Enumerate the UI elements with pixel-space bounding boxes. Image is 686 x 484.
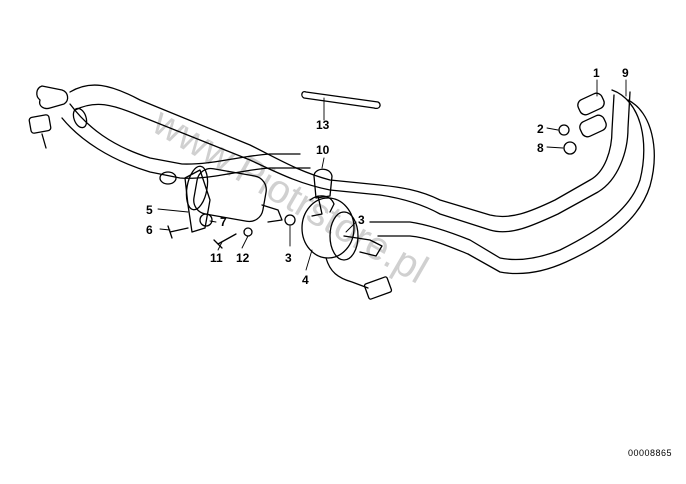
- left-pipe: [41, 133, 47, 149]
- strap: [301, 90, 381, 110]
- left-hose-end-fitting: [36, 85, 69, 110]
- electrical-connector: [363, 276, 393, 300]
- upper-fuel-hose-inner: [74, 91, 631, 233]
- callout-11: 11: [210, 251, 223, 265]
- callout-12: 12: [236, 251, 250, 265]
- fuel-pump-body: [301, 197, 355, 259]
- callout-13: 13: [316, 118, 330, 132]
- left-nut: [28, 114, 52, 134]
- callout-6: 6: [146, 223, 153, 237]
- nut-7: [199, 213, 213, 227]
- bolt-11: [213, 233, 237, 249]
- rubber-holder: [313, 168, 333, 199]
- bolt-6: [167, 225, 189, 239]
- callout-1: 1: [593, 66, 600, 80]
- filter-bracket: [184, 169, 211, 233]
- pump-wire: [325, 257, 369, 289]
- pump-outlet: [343, 235, 383, 257]
- callout-8: 8: [537, 141, 544, 155]
- callout-9: 9: [622, 66, 629, 80]
- callout-3a: 3: [285, 251, 292, 265]
- upper-fuel-hose: [69, 84, 615, 218]
- filter-outlet: [261, 204, 283, 223]
- o-ring-8: [563, 141, 577, 155]
- washer-2: [558, 124, 570, 136]
- washer-12: [243, 227, 253, 237]
- return-hose-right: [369, 89, 645, 261]
- hose-connector-9: [579, 114, 607, 138]
- holder-bracket: [311, 195, 323, 217]
- callout-3b: 3: [358, 213, 365, 227]
- fuel-pump-face: [329, 211, 359, 261]
- callout-2: 2: [537, 122, 544, 136]
- filter-inlet: [159, 171, 177, 185]
- callout-7: 7: [220, 215, 227, 229]
- lower-fuel-hose-inner: [69, 103, 301, 165]
- hose-connector-1: [577, 92, 605, 116]
- callout-10: 10: [316, 143, 330, 157]
- left-hose-clamp: [72, 107, 88, 129]
- fuel-filter: [193, 167, 267, 223]
- seal-ring-3a: [284, 214, 296, 226]
- callout-5: 5: [146, 203, 153, 217]
- leader-lines: [157, 79, 627, 271]
- return-hose-right-inner: [377, 99, 655, 275]
- catalog-number: 00008865: [627, 448, 672, 458]
- lower-fuel-hose: [61, 117, 311, 179]
- callout-4: 4: [302, 273, 309, 287]
